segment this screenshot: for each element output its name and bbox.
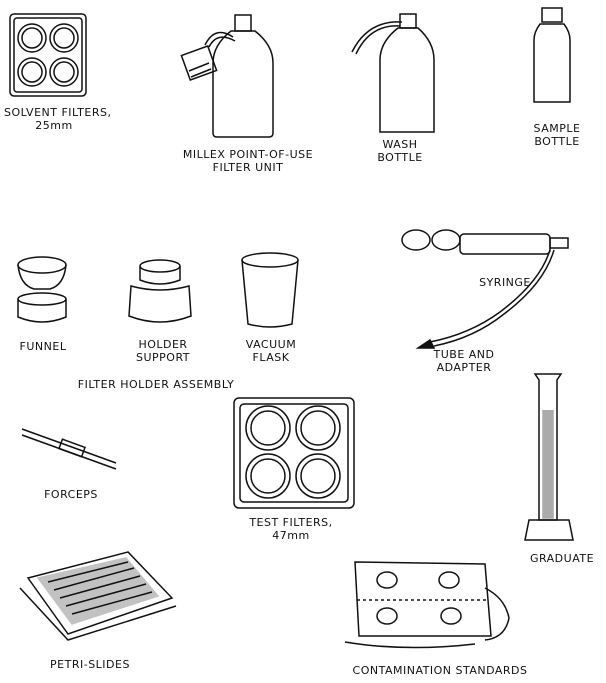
label-line: VACUUM <box>245 338 297 351</box>
label-line: BOTTLE <box>534 135 580 148</box>
label-petri-slides: PETRI-SLIDES <box>50 658 130 671</box>
label-line: SOLVENT FILTERS, <box>4 106 112 119</box>
label-line: SUPPORT <box>135 351 191 364</box>
label-sample-bottle: SAMPLE BOTTLE <box>522 122 592 148</box>
label-funnel: FUNNEL <box>19 340 67 353</box>
label-graduate: GRADUATE <box>529 552 595 565</box>
graduate-cylinder-illustration <box>524 373 574 541</box>
test-filters-illustration <box>233 397 355 509</box>
millex-filter-unit-illustration <box>180 14 274 138</box>
label-line: BOTTLE <box>377 151 423 164</box>
contamination-standards-illustration <box>344 561 510 649</box>
label-wash-bottle: WASH BOTTLE <box>370 138 430 164</box>
label-vacuum-flask: VACUUM FLASK <box>238 338 304 364</box>
label-line: WASH <box>382 138 418 151</box>
holder-support-illustration <box>128 259 192 323</box>
syringe-tube-illustration <box>401 229 569 349</box>
label-line: HOLDER <box>138 338 188 351</box>
label-line: TEST FILTERS, <box>249 516 333 529</box>
label-millex: MILLEX POINT-OF-USE FILTER UNIT <box>168 148 328 174</box>
label-line: TUBE AND <box>433 348 495 361</box>
label-line: SAMPLE <box>533 122 581 135</box>
petri-slides-illustration <box>19 551 177 641</box>
label-forceps: FORCEPS <box>44 488 98 501</box>
label-syringe: SYRINGE <box>479 276 531 289</box>
solvent-filters-illustration <box>9 13 87 97</box>
label-test-filters: TEST FILTERS, 47mm <box>236 516 346 542</box>
label-filter-holder-assembly: FILTER HOLDER ASSEMBLY <box>77 378 235 391</box>
label-line: FLASK <box>252 351 290 364</box>
label-contamination-standards: CONTAMINATION STANDARDS <box>352 664 528 677</box>
label-line: ADAPTER <box>436 361 492 374</box>
label-solvent-filters: SOLVENT FILTERS, 25mm <box>4 106 112 132</box>
label-line: FILTER UNIT <box>212 161 284 174</box>
label-holder-support: HOLDER SUPPORT <box>128 338 198 364</box>
wash-bottle-illustration <box>351 13 435 133</box>
forceps-illustration <box>21 428 117 470</box>
label-line: MILLEX POINT-OF-USE <box>182 148 314 161</box>
funnel-illustration <box>17 256 67 323</box>
label-line: 47mm <box>272 529 310 542</box>
vacuum-flask-illustration <box>241 252 299 328</box>
label-tube-adapter: TUBE AND ADAPTER <box>424 348 504 374</box>
sample-bottle-illustration <box>533 7 571 103</box>
label-line: 25mm <box>35 119 73 132</box>
